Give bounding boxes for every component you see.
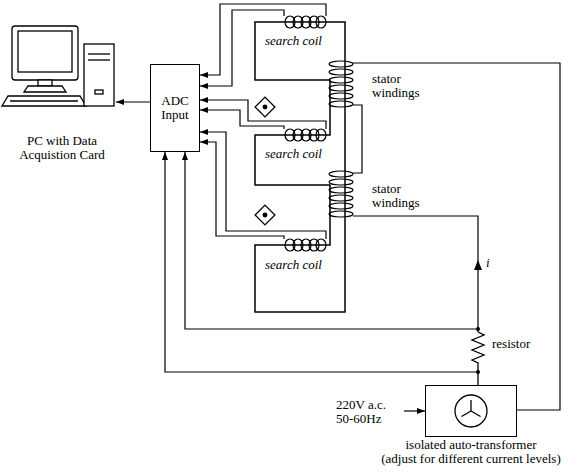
coil-label: search coil xyxy=(257,258,330,272)
stator-winding xyxy=(329,61,353,217)
stator-winding xyxy=(329,211,353,217)
stator-winding xyxy=(329,171,353,177)
stator-winding xyxy=(329,187,353,193)
signal-wire xyxy=(185,152,478,329)
winding-label: stator windings xyxy=(372,72,428,100)
resistor-symbol xyxy=(472,332,484,385)
computer-illustration xyxy=(24,86,66,92)
computer-illustration xyxy=(2,26,114,106)
caption-text: (adjust for different current levels) xyxy=(381,452,561,466)
stator-winding xyxy=(329,69,353,75)
current-arrow xyxy=(474,260,482,270)
text-group: ADC Input xyxy=(151,65,199,151)
resistor-symbol xyxy=(472,332,484,385)
signal-wire xyxy=(165,152,478,372)
junction-dot xyxy=(476,327,480,331)
transformer-symbol xyxy=(471,411,481,417)
transformer-symbol xyxy=(470,400,471,411)
computer-illustration xyxy=(84,44,114,106)
rotor-diamond xyxy=(255,205,275,225)
search-coil-winding xyxy=(285,16,326,251)
signal-wire xyxy=(200,10,284,86)
text-group: isolated auto-transformer(adjust for dif… xyxy=(381,438,561,466)
rotor-diamond xyxy=(263,105,267,109)
power-wire xyxy=(353,105,362,173)
caption-text: isolated auto-transformer xyxy=(381,438,561,452)
transformer-box: isolated auto-transformer(adjust for dif… xyxy=(425,385,517,437)
computer-illustration xyxy=(88,59,110,60)
stator-winding xyxy=(329,101,353,107)
rotor-diamond xyxy=(263,213,267,217)
stator-winding xyxy=(329,85,353,91)
coil-label: search coil xyxy=(257,147,330,161)
stator-winding xyxy=(329,93,353,99)
node-label: ADC Input xyxy=(154,94,196,122)
transformer-symbol xyxy=(462,411,472,417)
junction-dot xyxy=(476,370,480,374)
power-wire xyxy=(353,216,478,332)
data-link xyxy=(116,101,150,102)
computer-illustration xyxy=(12,26,78,80)
current-arrow xyxy=(474,260,482,270)
computer-illustration xyxy=(38,80,52,86)
search-coil-winding xyxy=(316,16,326,28)
computer-illustration xyxy=(88,53,110,54)
current-label: i xyxy=(486,256,498,270)
transformer-symbol xyxy=(455,395,487,427)
power-wire xyxy=(353,63,560,410)
stator-winding xyxy=(329,61,353,67)
rotor-diamond xyxy=(255,97,275,117)
node-label: PC with Data Acquistion Card xyxy=(12,134,112,162)
computer-illustration xyxy=(2,96,86,106)
search-coil-winding xyxy=(316,239,326,251)
signal-wire xyxy=(200,110,284,129)
computer-illustration xyxy=(18,31,72,72)
computer-node: PC with Data Acquistion Card xyxy=(8,22,116,162)
signal-wire xyxy=(165,4,478,372)
text-group: PC with Data Acquistion Card xyxy=(12,134,112,162)
winding-label: stator windings xyxy=(372,182,428,210)
computer-illustration xyxy=(10,100,78,101)
search-coil-winding xyxy=(316,129,326,141)
stator-winding xyxy=(329,203,353,209)
adc-box: ADC Input xyxy=(150,64,200,152)
power-wire xyxy=(353,63,560,411)
power-wire xyxy=(404,410,425,411)
computer-illustration xyxy=(95,90,103,94)
stator-winding xyxy=(329,179,353,185)
rotor-diamond xyxy=(255,97,275,225)
part-label: resistor xyxy=(492,337,552,351)
stator-winding xyxy=(329,77,353,83)
junction-dot xyxy=(476,327,480,374)
supply-label: 220V a.c. 50-60Hz xyxy=(336,398,399,426)
signal-wire xyxy=(200,100,326,129)
stator-winding xyxy=(329,195,353,201)
coil-label: search coil xyxy=(257,34,330,48)
transformer-symbol xyxy=(455,395,487,427)
